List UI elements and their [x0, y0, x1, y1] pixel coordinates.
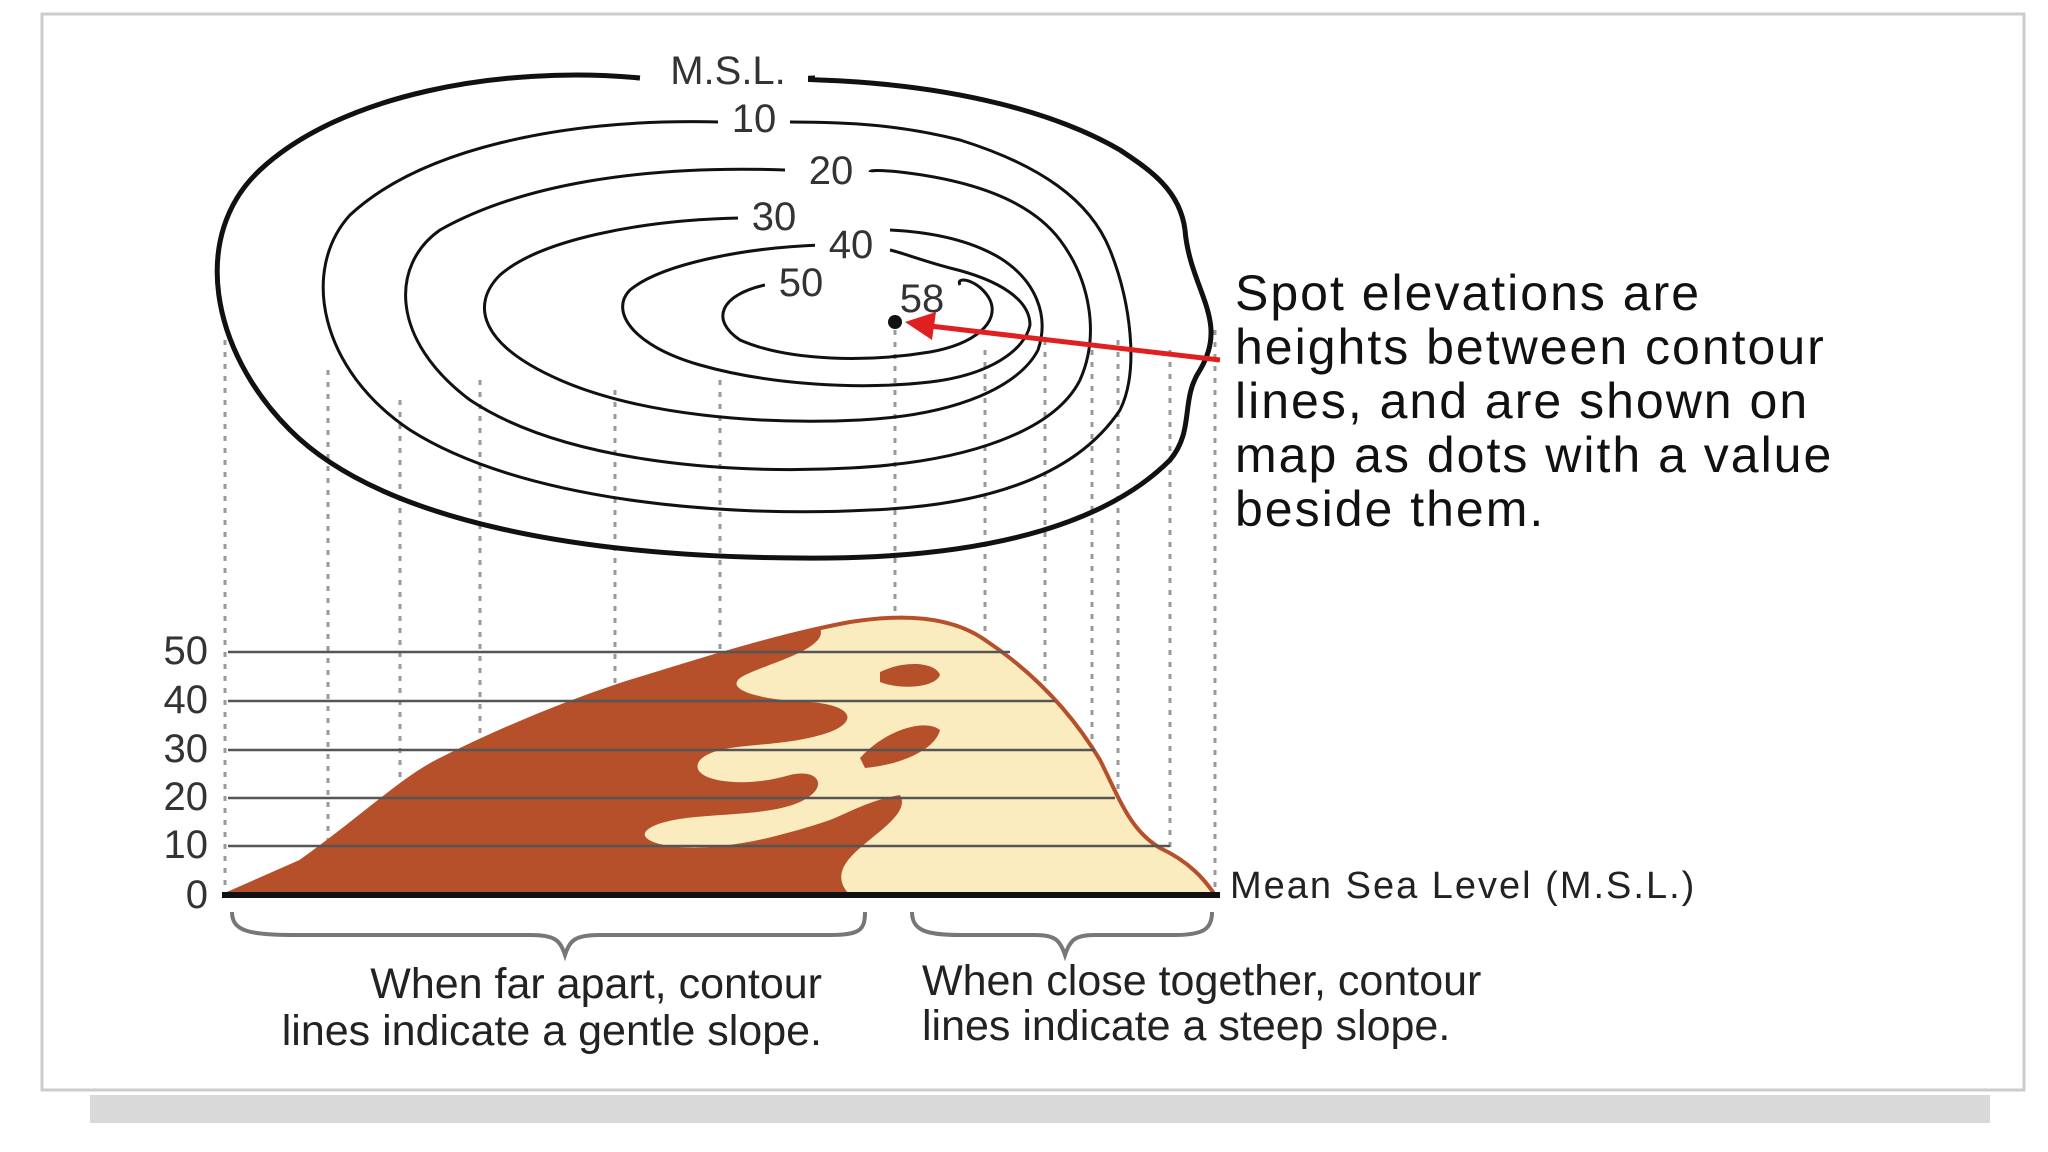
steep-slope-brace [910, 911, 1214, 962]
label-mask [738, 196, 810, 238]
contour-label-50: 50 [779, 261, 824, 305]
gentle-slope-caption: When far apart, contour lines indicate a… [282, 960, 822, 1055]
label-mask [795, 150, 867, 192]
gentle-slope-brace [230, 911, 867, 962]
annotation-line: heights between contour [1235, 319, 1826, 375]
caption-line: lines indicate a steep slope. [922, 1002, 1450, 1050]
elevation-axis: 50 40 30 20 10 0 [164, 629, 209, 917]
mean-sea-level-label: Mean Sea Level (M.S.L.) [1230, 865, 1696, 907]
contour-line [404, 167, 1092, 472]
annotation-arrowhead [905, 312, 936, 340]
axis-tick-40: 40 [164, 678, 209, 722]
diagram-frame [40, 12, 2026, 1092]
terrain-dark-blob [880, 664, 940, 687]
contour-line [721, 278, 994, 360]
steep-slope-caption: When close together, contour lines indic… [922, 957, 1481, 1050]
annotation-arrow-shaft [929, 323, 1221, 363]
axis-tick-0: 0 [186, 873, 208, 917]
caption-line: When close together, contour [922, 957, 1481, 1005]
label-mask [765, 262, 837, 304]
frame-shadow [90, 1095, 1990, 1123]
annotation-line: map as dots with a value [1235, 427, 1833, 483]
axis-tick-30: 30 [164, 727, 209, 771]
contour-label-10: 10 [732, 97, 777, 141]
spot-elevation-annotation: Spot elevations are heights between cont… [1235, 265, 1833, 537]
contour-label-30: 30 [752, 195, 797, 239]
contour-label-40: 40 [829, 223, 874, 267]
axis-tick-10: 10 [164, 823, 209, 867]
label-mask [718, 98, 790, 140]
caption-line: lines indicate a gentle slope. [282, 1007, 822, 1055]
annotation-line: Spot elevations are [1235, 265, 1701, 321]
label-mask [648, 52, 808, 94]
terrain-dark-blob [860, 725, 940, 768]
elevation-grid [228, 650, 1170, 848]
contour-line-msl [214, 72, 1214, 561]
contour-label-20: 20 [809, 149, 854, 193]
axis-tick-20: 20 [164, 775, 209, 819]
annotation-line: beside them. [1235, 481, 1545, 537]
spot-elevation-label: 58 [900, 277, 945, 321]
axis-tick-50: 50 [164, 629, 209, 673]
label-mask [815, 224, 887, 266]
elevation-profile [224, 615, 1219, 897]
contour-map [214, 72, 1214, 561]
terrain-dark-fill [225, 628, 902, 895]
contour-line [483, 216, 1044, 423]
contour-labels: M.S.L. 10 20 30 40 50 58 [648, 49, 944, 321]
contour-line [321, 120, 1133, 514]
spot-elevation-dot [888, 315, 902, 329]
caption-line: When far apart, contour [370, 960, 822, 1008]
msl-contour-label: M.S.L. [670, 49, 786, 93]
annotation-line: lines, and are shown on [1235, 373, 1809, 429]
contour-line [621, 243, 1032, 388]
